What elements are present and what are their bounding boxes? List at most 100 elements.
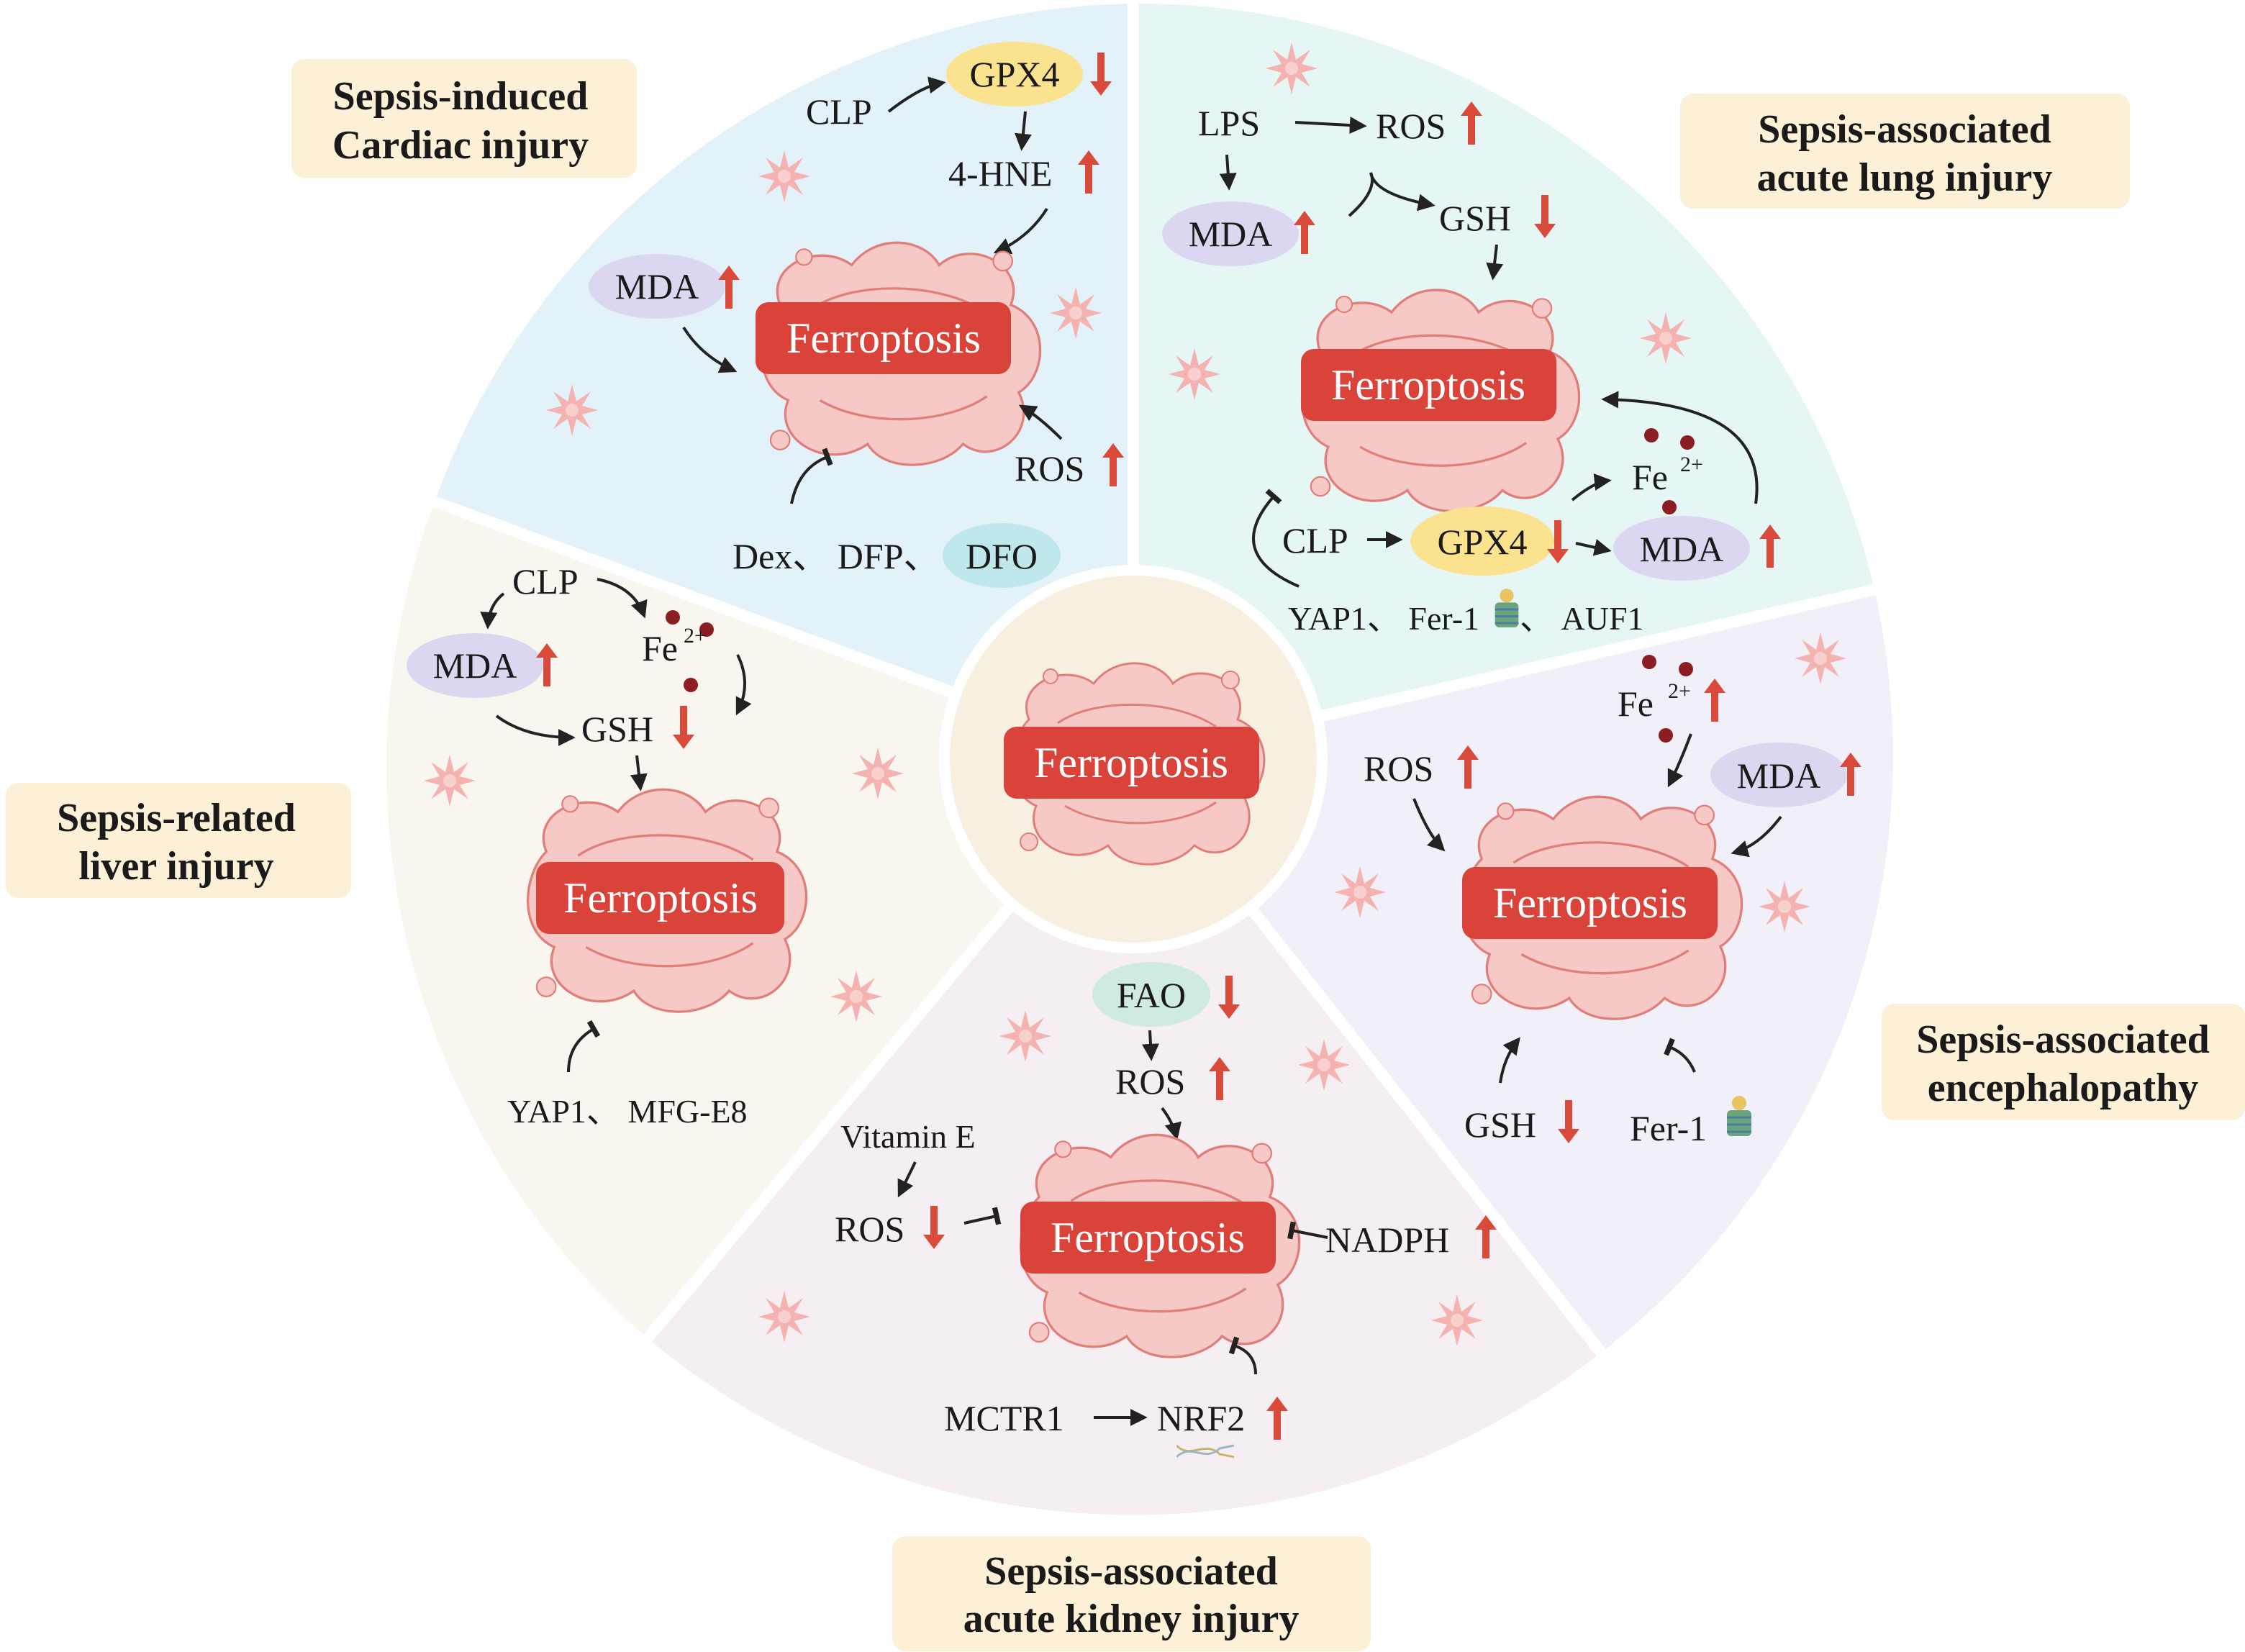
brain-ferroptosis: Ferroptosis xyxy=(1493,879,1687,927)
ros-burst-icon xyxy=(1640,312,1692,364)
kidney-ferroptosis-box xyxy=(1020,1202,1276,1274)
lung-ferroptosis-box xyxy=(1301,349,1556,421)
lung-gsh: GSH xyxy=(1439,198,1511,238)
ros-burst-icon xyxy=(1795,632,1846,684)
kidney-fao-oval xyxy=(1092,962,1210,1027)
kidney-vitamin-e: Vitamin E xyxy=(840,1118,976,1155)
ros-burst-icon xyxy=(830,971,882,1022)
liver-inhibitors: YAP1、 MFG-E8 xyxy=(507,1093,748,1130)
ros-burst-icon xyxy=(758,150,810,202)
lung-mda-bottom: MDA xyxy=(1640,529,1724,569)
brain-title-line1: Sepsis-associated xyxy=(1916,1017,2210,1062)
ros-burst-icon xyxy=(1298,1039,1350,1091)
liver-ferroptosis: Ferroptosis xyxy=(563,874,758,922)
lung-auf1: 、 AUF1 xyxy=(1520,600,1644,637)
kidney-title-box xyxy=(892,1536,1371,1651)
kidney-nadph: NADPH xyxy=(1325,1220,1449,1260)
ros-burst-icon xyxy=(758,1291,810,1343)
kidney-mctr1: MCTR1 xyxy=(944,1398,1064,1438)
lung-ros: ROS xyxy=(1376,106,1446,146)
iron-ion-icon xyxy=(1659,728,1673,743)
iron-ion-icon xyxy=(699,622,714,637)
iron-ion-icon xyxy=(1644,428,1659,442)
lung-gpx4-oval xyxy=(1410,507,1554,576)
lung-title-line2: acute lung injury xyxy=(1757,155,2053,200)
kidney-ferroptosis: Ferroptosis xyxy=(1051,1214,1245,1261)
panel-lung: Sepsis-associated acute lung injury LPS … xyxy=(1162,42,2130,637)
lung-gpx4: GPX4 xyxy=(1437,522,1527,562)
liver-title-box xyxy=(6,783,351,898)
cardiac-inhibitors: Dex、 DFP、 xyxy=(733,536,940,576)
kidney-title-line2: acute kidney injury xyxy=(963,1597,1300,1641)
brain-gsh: GSH xyxy=(1464,1104,1536,1145)
cardiac-mda-oval xyxy=(589,254,725,319)
cardiac-title-line2: Cardiac injury xyxy=(332,123,589,168)
brain-ferroptosis-box xyxy=(1462,867,1718,939)
kidney-ros-top: ROS xyxy=(1115,1061,1185,1102)
ros-burst-icon xyxy=(1266,42,1317,94)
iron-ion-icon xyxy=(684,678,698,692)
liver-mda-oval xyxy=(407,633,543,698)
brain-mda-oval xyxy=(1710,743,1847,807)
lung-lps: LPS xyxy=(1198,103,1260,143)
brain-title-box xyxy=(1882,1004,2245,1120)
brain-fer1: Fer-1 xyxy=(1630,1108,1707,1148)
cardiac-dfo-oval xyxy=(943,523,1061,588)
lung-fe: Fe xyxy=(1632,457,1668,497)
liver-title-line1: Sepsis-related xyxy=(57,796,296,840)
kidney-ros-left: ROS xyxy=(835,1209,904,1249)
ros-burst-icon xyxy=(1759,881,1810,932)
cardiac-4hne: 4-HNE xyxy=(948,153,1052,194)
panel-brain: Sepsis-associated encephalopathy Fe 2+ R… xyxy=(1334,632,2245,1148)
lung-mda-top: MDA xyxy=(1189,214,1273,254)
cardiac-title-box xyxy=(291,59,637,178)
lung-fe-charge: 2+ xyxy=(1680,453,1703,476)
liver-gsh: GSH xyxy=(581,709,653,749)
cardiac-ros: ROS xyxy=(1015,448,1084,489)
liver-ferroptosis-box xyxy=(536,862,784,934)
lung-title-box xyxy=(1680,94,2130,209)
ros-burst-icon xyxy=(1334,866,1386,918)
brain-title-line2: encephalopathy xyxy=(1928,1066,2199,1110)
lung-mda-bottom-oval xyxy=(1613,516,1750,581)
iron-ion-icon xyxy=(1679,662,1693,676)
ros-burst-icon xyxy=(1169,348,1220,400)
brain-mda: MDA xyxy=(1737,755,1821,796)
cardiac-gpx4: GPX4 xyxy=(969,54,1059,94)
cardiac-clp: CLP xyxy=(806,91,872,132)
iron-ion-icon xyxy=(1662,500,1677,514)
kidney-nrf2: NRF2 xyxy=(1157,1398,1245,1438)
brain-fe: Fe xyxy=(1618,684,1654,724)
ros-burst-icon xyxy=(546,384,598,436)
sector-kidney-bg xyxy=(648,759,1601,1515)
brain-fe-charge: 2+ xyxy=(1668,679,1691,703)
liver-clp: CLP xyxy=(512,561,579,602)
cardiac-ferroptosis-box xyxy=(756,302,1011,374)
cardiac-gpx4-oval xyxy=(946,42,1083,106)
ros-burst-icon xyxy=(1050,287,1102,339)
cardiac-mda: MDA xyxy=(615,266,699,307)
kidney-fao: FAO xyxy=(1117,975,1186,1015)
liver-mda: MDA xyxy=(433,645,517,686)
liver-title-line2: liver injury xyxy=(78,844,273,889)
ros-burst-icon xyxy=(852,748,904,799)
cardiac-ferroptosis: Ferroptosis xyxy=(786,314,981,362)
panel-cardiac: Sepsis-induced Cardiac injury CLP GPX4 4… xyxy=(291,42,1124,588)
center-ferroptosis-label: Ferroptosis xyxy=(1034,739,1228,786)
lung-ferroptosis: Ferroptosis xyxy=(1331,361,1525,409)
cardiac-title-line1: Sepsis-induced xyxy=(333,74,589,119)
ros-burst-icon xyxy=(1431,1294,1483,1346)
panel-kidney: Sepsis-associated acute kidney injury FA… xyxy=(758,962,1497,1651)
center-ferroptosis-box xyxy=(1004,727,1259,799)
liver-fe: Fe xyxy=(642,628,678,668)
lung-clp: CLP xyxy=(1282,520,1348,560)
kidney-title-line1: Sepsis-associated xyxy=(984,1549,1278,1594)
brain-ros: ROS xyxy=(1364,748,1433,789)
lung-title-line1: Sepsis-associated xyxy=(1758,107,2051,152)
iron-ion-icon xyxy=(1680,435,1695,450)
lung-mda-top-oval xyxy=(1162,201,1299,266)
center-hub: Ferroptosis xyxy=(939,565,1328,953)
iron-ion-icon xyxy=(666,610,680,625)
cardiac-dfo: DFO xyxy=(966,536,1038,576)
